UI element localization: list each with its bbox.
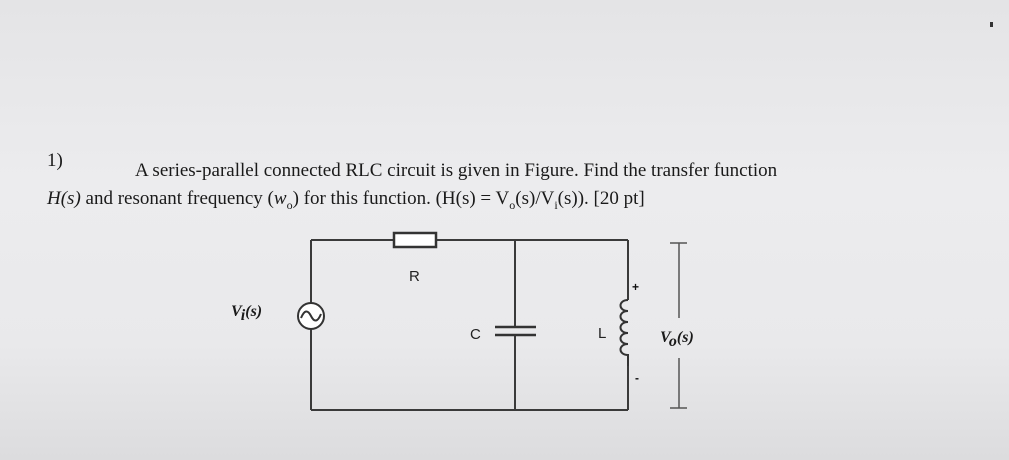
minus-sign: - — [635, 371, 639, 385]
omega-subscript: o — [286, 197, 293, 212]
source-sub: i — [241, 307, 246, 324]
question-text-line-2: H(s) and resonant frequency (wo) for thi… — [47, 188, 645, 213]
source-s: (s) — [245, 303, 262, 320]
inductor-label: L — [598, 325, 606, 342]
transfer-function-symbol: H(s) — [47, 188, 81, 209]
text-fragment: ) for this function. (H(s) = V — [292, 188, 510, 209]
text-fragment: (s)). [20 pt] — [557, 188, 645, 209]
text-fragment: and resonant frequency ( — [80, 188, 274, 209]
question-text-line-1: A series-parallel connected RLC circuit … — [135, 160, 778, 181]
question-number: 1) — [47, 150, 63, 171]
page-mark — [990, 22, 993, 27]
resistor-label: R — [409, 268, 420, 285]
output-sub: o — [669, 333, 677, 350]
plus-sign: + — [632, 280, 639, 294]
output-s: (s) — [677, 329, 694, 346]
inductor-coil-symbol — [619, 299, 629, 366]
source-v: V — [231, 303, 243, 320]
source-voltage-label: Vi(s) — [231, 303, 262, 324]
capacitor-label: C — [470, 326, 481, 343]
sine-wave-icon — [300, 310, 322, 322]
resistor-symbol — [392, 231, 438, 249]
output-voltage-label: Vo(s) — [660, 329, 694, 350]
text-fragment: (s)/V — [515, 188, 555, 209]
vi-subscript: i — [554, 197, 558, 212]
omega-symbol: w — [273, 188, 287, 209]
vo-subscript: o — [509, 197, 516, 212]
